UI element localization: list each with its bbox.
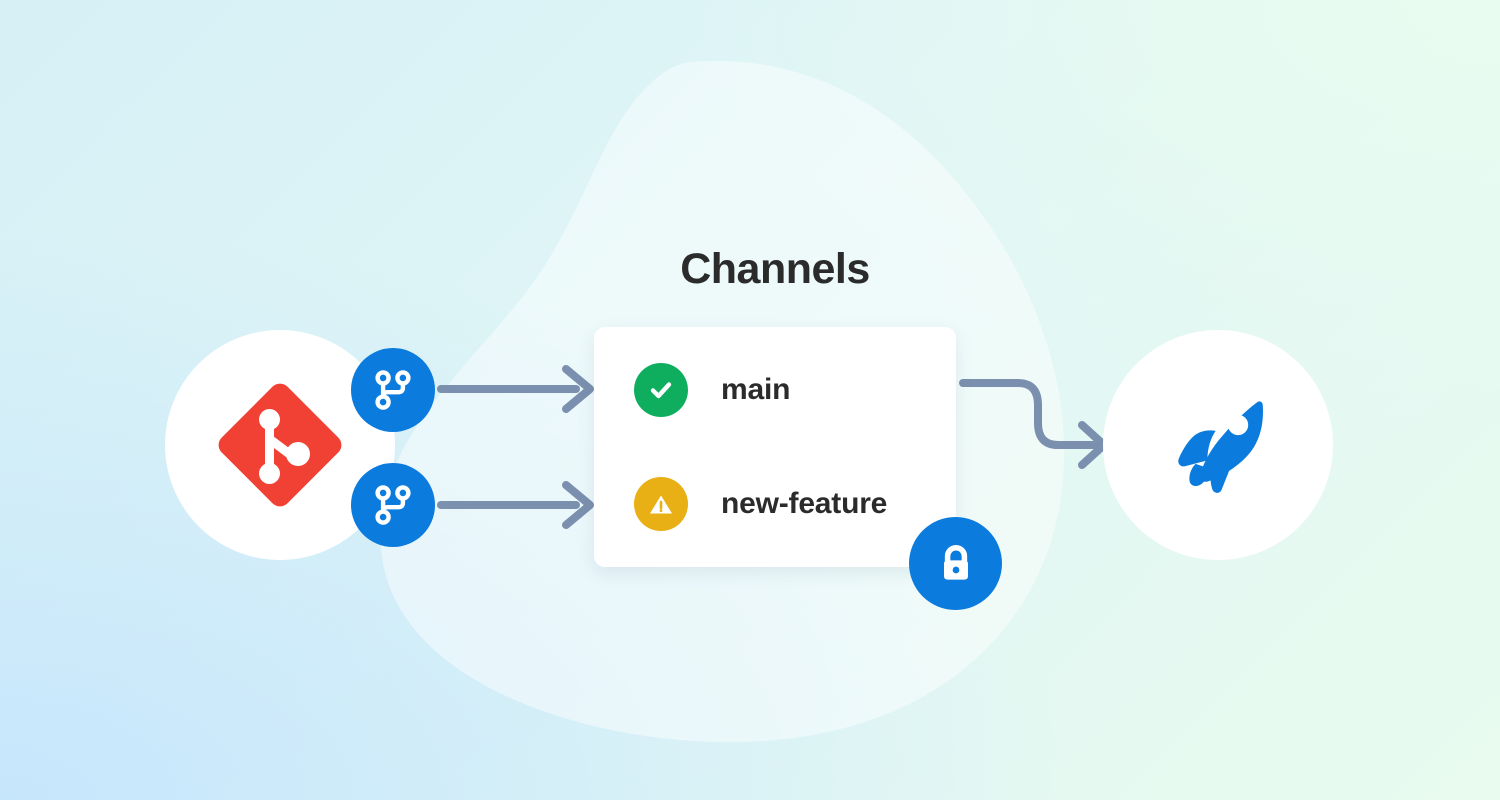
warning-circle-icon [634, 477, 688, 531]
channel-row-new-feature[interactable]: new-feature [634, 475, 956, 533]
git-branch-badge-main[interactable] [351, 348, 435, 432]
git-branch-badge-new-feature[interactable] [351, 463, 435, 547]
deployment-target-node[interactable] [1103, 330, 1333, 560]
lock-icon [943, 544, 968, 580]
git-logo-icon [218, 383, 342, 507]
channels-card: main new-feature [594, 327, 956, 567]
arrow-branch-to-main [437, 365, 594, 413]
arrow-branch-to-new-feature [437, 481, 594, 529]
check-circle-icon [634, 363, 688, 417]
git-branch-icon [375, 485, 411, 525]
page-title: Channels [680, 245, 870, 293]
lock-badge[interactable] [909, 517, 1002, 610]
channel-name-main: main [721, 373, 791, 406]
channel-name-new-feature: new-feature [721, 487, 888, 520]
rocket-icon [1178, 401, 1263, 493]
arrow-card-to-deployment [959, 379, 1108, 469]
channel-row-main[interactable]: main [634, 361, 956, 419]
git-branch-icon [375, 370, 411, 410]
